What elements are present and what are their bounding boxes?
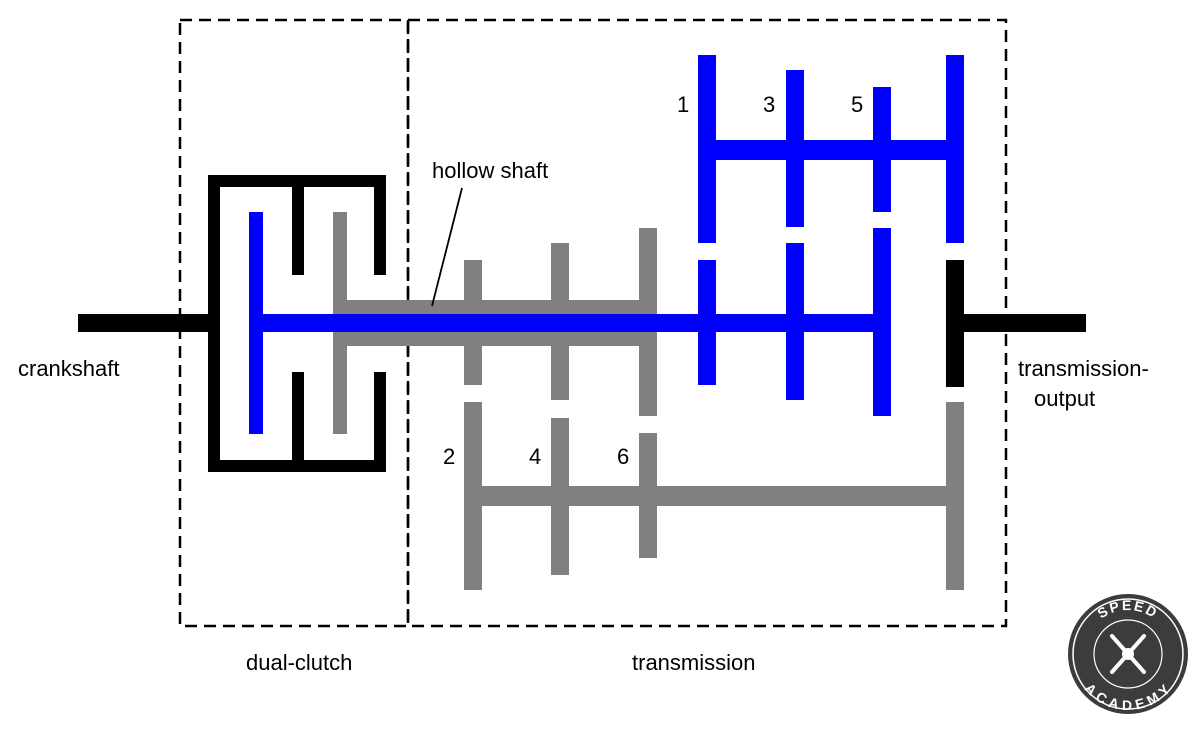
dual-clutch-label: dual-clutch <box>246 650 352 675</box>
hollow-shaft-bottom <box>333 332 656 346</box>
housing-bottom-right-lip <box>374 372 386 472</box>
odd-gear-1-drive <box>698 260 716 385</box>
odd-countershaft <box>698 140 964 160</box>
odd-gear-3-drive <box>786 243 804 400</box>
speed-academy-logo: SPEED ACADEMY <box>1068 594 1188 714</box>
even-countershaft <box>464 486 964 506</box>
odd-gear-shaft <box>249 55 964 434</box>
dual-clutch-region <box>178 18 410 628</box>
transmission-output-label-line1: transmission- <box>1018 356 1149 381</box>
clutch-plate-bottom <box>292 372 304 472</box>
gear-label-3: 3 <box>763 92 775 117</box>
output-gear <box>946 260 964 387</box>
gear-label-4: 4 <box>529 444 541 469</box>
odd-gear-3-driven <box>786 70 804 227</box>
gear-label-2: 2 <box>443 444 455 469</box>
housing-left-wall <box>208 175 220 472</box>
odd-gear-1-driven <box>698 55 716 243</box>
crankshaft-and-housing <box>78 175 1086 472</box>
hollow-shaft-top <box>333 300 656 314</box>
even-gear-2-driven <box>464 402 482 590</box>
transmission-label: transmission <box>632 650 755 675</box>
gear-label-5: 5 <box>851 92 863 117</box>
odd-output-gear <box>946 55 964 243</box>
inner-shaft <box>249 314 890 332</box>
crankshaft-label: crankshaft <box>18 356 120 381</box>
gear-label-6: 6 <box>617 444 629 469</box>
hollow-shaft-label: hollow shaft <box>432 158 548 183</box>
even-gear-shaft <box>333 212 964 590</box>
odd-gear-5-drive <box>873 228 891 416</box>
clutch-plate-top <box>292 175 304 275</box>
even-output-gear <box>946 402 964 590</box>
hollow-shaft-pointer <box>431 187 463 307</box>
transmission-output-label-line2: output <box>1034 386 1095 411</box>
housing-top-right-lip <box>374 175 386 275</box>
even-gear-6-driven <box>639 433 657 558</box>
output-shaft <box>946 314 1086 332</box>
odd-gear-5-driven <box>873 87 891 212</box>
gear-label-1: 1 <box>677 92 689 117</box>
even-gear-4-driven <box>551 418 569 575</box>
logo-hub-icon <box>1122 648 1134 660</box>
crankshaft-shaft <box>78 314 212 332</box>
